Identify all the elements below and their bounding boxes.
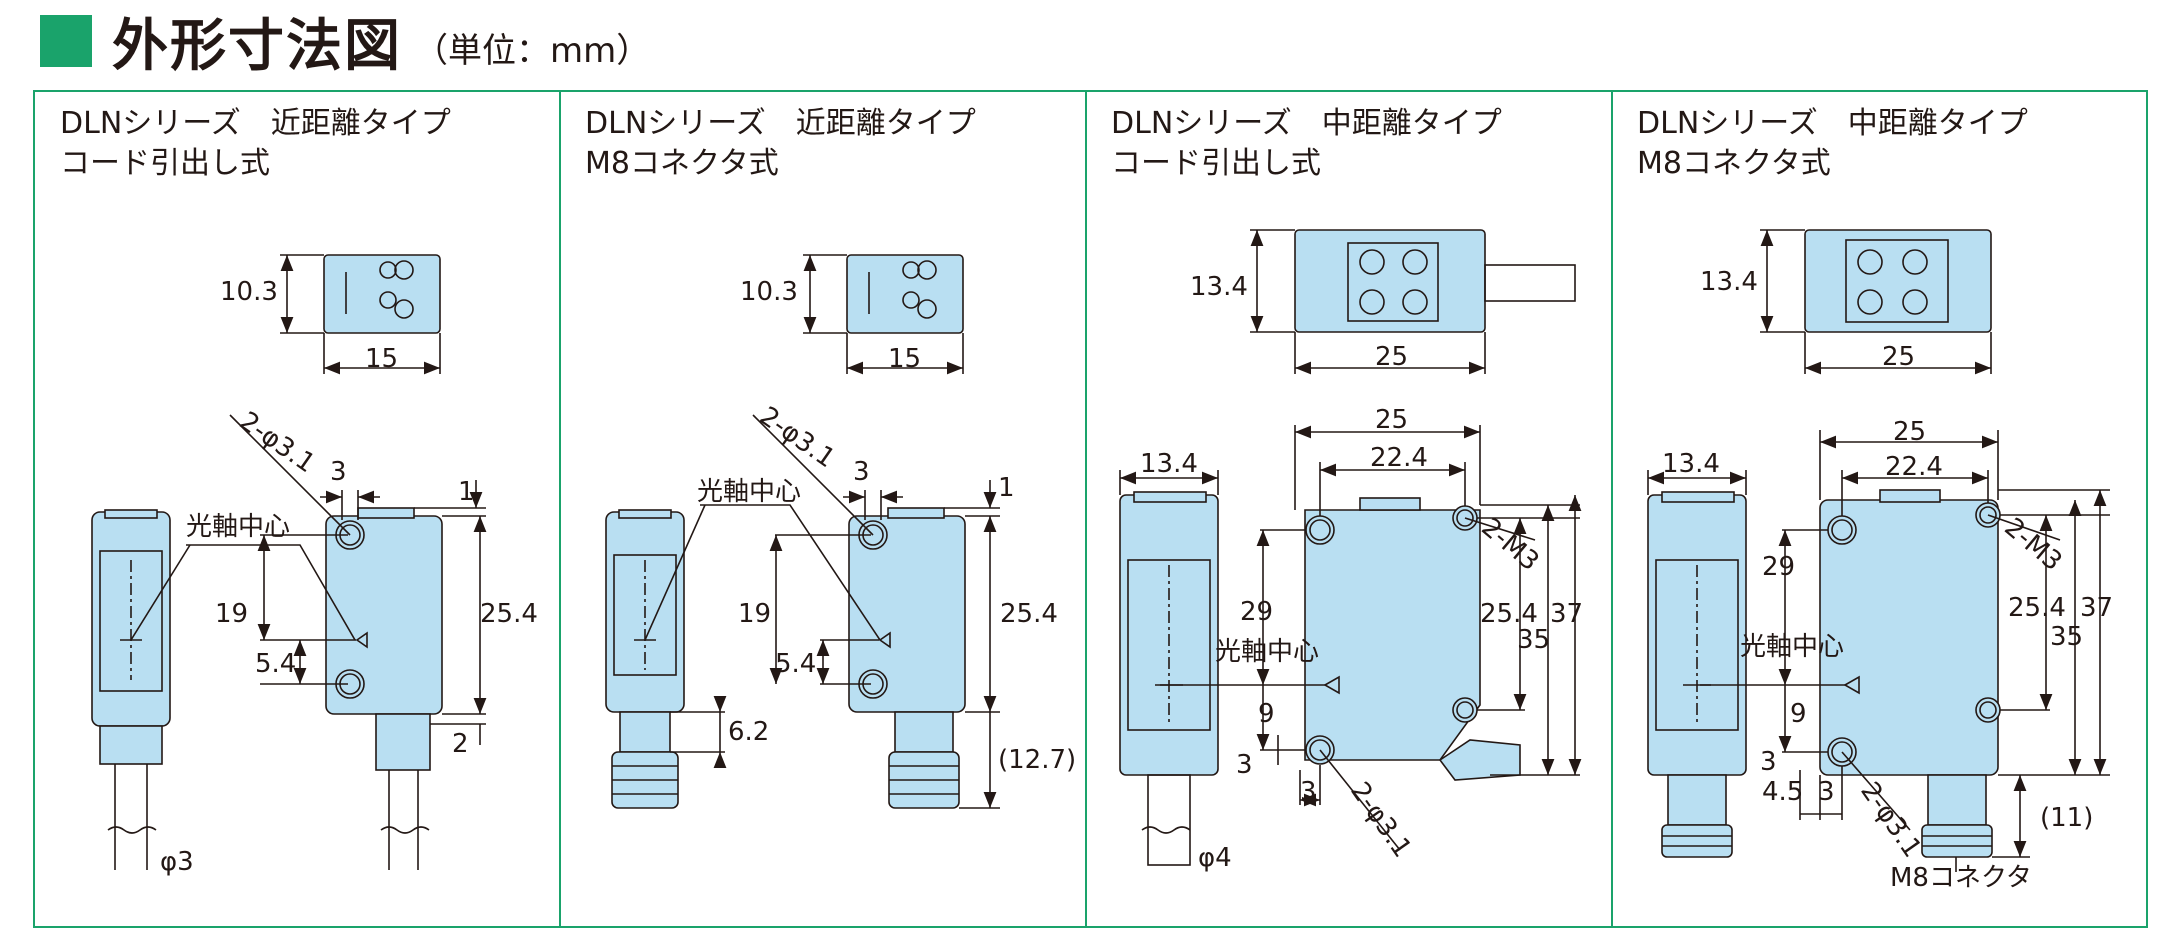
dim-connector: (12.7) (998, 745, 1076, 775)
panel3-title: DLNシリーズ 中距離タイプコード引出し式 (1111, 106, 1502, 181)
panel1-title: DLNシリーズ 近距離タイプコード引出し式 (60, 106, 451, 181)
dim-hole-width: 3 (330, 457, 347, 487)
dim-holes: 2-φ3.1 (1344, 777, 1417, 863)
panel-divider (1085, 90, 1087, 928)
dim-5-4: 5.4 (255, 649, 296, 679)
top-view-body (1294, 229, 1486, 333)
optical-axis-label: 光軸中心 (697, 477, 801, 507)
panel-divider (559, 90, 561, 928)
dim-height-top: 13.4 (1190, 272, 1248, 302)
dim-side-width: 13.4 (1662, 449, 1720, 479)
dim-35: 35 (2050, 622, 2083, 652)
dim-width-top: 25 (1375, 342, 1408, 372)
dim-4-5: 4.5 (1762, 777, 1803, 807)
dim-holes: 2-φ3.1 (1854, 777, 1927, 863)
dim-top-offset: 1 (998, 473, 1015, 503)
dim-29: 29 (1240, 597, 1273, 627)
dim-3-width: 3 (1818, 777, 1835, 807)
dim-holes: 2-φ3.1 (234, 406, 320, 479)
section-header: 外形寸法図 （単位：mm） (40, 6, 651, 79)
dim-width-top: 25 (1882, 342, 1915, 372)
dim-top-offset: 1 (458, 477, 475, 507)
panel2-drawing (605, 254, 1000, 809)
dim-width-top: 15 (888, 344, 921, 374)
cable-diameter: φ4 (1198, 843, 1232, 873)
dim-19: 19 (215, 599, 248, 629)
dim-25-4: 25.4 (480, 599, 538, 629)
dim-height-top: 13.4 (1700, 267, 1758, 297)
dim-19: 19 (738, 599, 771, 629)
dim-bottom: 2 (452, 729, 469, 759)
dim-3-height: 3 (1760, 747, 1777, 777)
dim-9: 9 (1790, 699, 1807, 729)
dim-side-width: 13.4 (1140, 449, 1198, 479)
dim-22-4: 22.4 (1370, 443, 1428, 473)
dim-height-top: 10.3 (220, 277, 278, 307)
dim-height-top: 10.3 (740, 277, 798, 307)
panel3-drawing (1119, 229, 1582, 866)
dim-37: 37 (1550, 599, 1583, 629)
panel1-drawing (91, 254, 487, 870)
dim-hole-width: 3 (853, 457, 870, 487)
dim-9: 9 (1258, 699, 1275, 729)
dim-m3: 2-M3 (1999, 512, 2068, 577)
dim-29: 29 (1762, 552, 1795, 582)
panel-divider (1611, 90, 1613, 928)
optical-axis-label: 光軸中心 (186, 512, 290, 542)
panel4-drawing (1647, 229, 2110, 872)
dim-6-2: 6.2 (728, 717, 769, 747)
dim-37: 37 (2080, 593, 2113, 623)
dim-width-top: 15 (365, 344, 398, 374)
connector-label: M8コネクタ (1890, 863, 2032, 893)
optical-axis-label: 光軸中心 (1215, 637, 1319, 667)
cable-diameter: φ3 (160, 847, 194, 877)
dim-35: 35 (1517, 625, 1550, 655)
dim-22-4: 22.4 (1885, 452, 1943, 482)
diagram-frame (33, 90, 2148, 928)
dim-25-4: 25.4 (1000, 599, 1058, 629)
dim-m3: 2-M3 (1476, 512, 1545, 577)
side-view-body (91, 511, 171, 727)
dim-connector: (11) (2040, 803, 2093, 833)
unit-label: （単位：mm） (414, 30, 651, 71)
dim-25-4: 25.4 (1480, 599, 1538, 629)
dim-25-4: 25.4 (2008, 593, 2066, 623)
dim-25: 25 (1375, 405, 1408, 435)
dim-holes: 2-φ3.1 (754, 401, 840, 474)
front-view-body (1304, 509, 1481, 761)
dim-3-height: 3 (1236, 750, 1253, 780)
optical-axis-label: 光軸中心 (1740, 632, 1844, 662)
dim-25: 25 (1893, 417, 1926, 447)
dim-5-4: 5.4 (775, 649, 816, 679)
header-square-icon (40, 15, 92, 67)
page-title: 外形寸法図 (112, 13, 402, 79)
top-view-body (1804, 229, 1992, 333)
dim-3-width: 3 (1300, 777, 1317, 807)
